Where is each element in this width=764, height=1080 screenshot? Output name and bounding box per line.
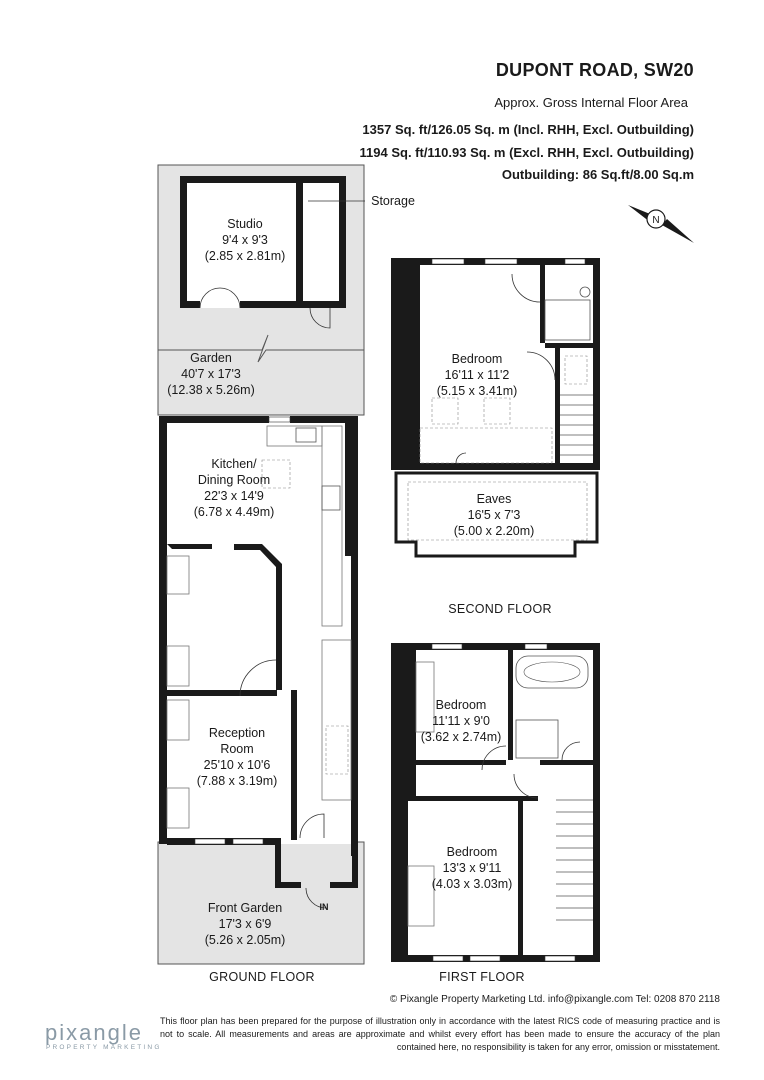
area-excl-rhh: 1194 Sq. ft/110.93 Sq. m (Excl. RHH, Exc… xyxy=(359,145,694,160)
kitchen-imperial: 22'3 x 14'9 xyxy=(204,489,264,503)
first-bedroom-front-name: Bedroom xyxy=(447,845,498,859)
garden-metric: (12.38 x 5.26m) xyxy=(167,383,255,397)
eaves-imperial: 16'5 x 7'3 xyxy=(468,508,521,522)
first-bedroom-front-imperial: 13'3 x 9'11 xyxy=(443,861,502,875)
kitchen-name-2: Dining Room xyxy=(198,473,270,487)
ground-floor-plan xyxy=(157,164,365,965)
ground-floor-label: GROUND FLOOR xyxy=(209,970,315,984)
reception-metric: (7.88 x 3.19m) xyxy=(197,774,278,788)
eaves-metric: (5.00 x 2.20m) xyxy=(454,524,535,538)
reception-name-2: Room xyxy=(220,742,253,756)
second-floor-plan xyxy=(391,258,600,558)
studio-name: Studio xyxy=(227,217,262,231)
first-bedroom-rear-metric: (3.62 x 2.74m) xyxy=(421,730,502,744)
disclaimer-text: This floor plan has been prepared for th… xyxy=(160,1016,720,1052)
first-bedroom-front-metric: (4.03 x 3.03m) xyxy=(432,877,513,891)
garden-imperial: 40'7 x 17'3 xyxy=(181,367,241,381)
studio-walls xyxy=(180,176,365,329)
logo-wordmark: pixangle xyxy=(45,1020,143,1045)
area-incl-rhh: 1357 Sq. ft/126.05 Sq. m (Incl. RHH, Exc… xyxy=(362,122,694,137)
ground-floor-walls xyxy=(159,416,358,909)
kitchen-metric: (6.78 x 4.49m) xyxy=(194,505,275,519)
area-caption: Approx. Gross Internal Floor Area xyxy=(494,95,688,110)
second-bedroom-name: Bedroom xyxy=(452,352,503,366)
reception-name-1: Reception xyxy=(209,726,265,740)
front-garden-area xyxy=(157,841,365,965)
second-bedroom-metric: (5.15 x 3.41m) xyxy=(437,384,518,398)
front-garden-metric: (5.26 x 2.05m) xyxy=(205,933,286,947)
second-bedroom-imperial: 16'11 x 11'2 xyxy=(445,368,510,382)
pixangle-logo: pixangle PROPERTY MARKETING xyxy=(45,1020,162,1051)
first-bedroom-rear-imperial: 11'11 x 9'0 xyxy=(432,714,490,728)
first-floor-plan xyxy=(391,643,600,962)
area-outbuilding: Outbuilding: 86 Sq.ft/8.00 Sq.m xyxy=(501,167,694,182)
kitchen-name-1: Kitchen/ xyxy=(211,457,257,471)
entrance-label: IN xyxy=(320,902,329,912)
studio-imperial: 9'4 x 9'3 xyxy=(222,233,268,247)
first-floor-label: FIRST FLOOR xyxy=(439,970,525,984)
logo-tagline: PROPERTY MARKETING xyxy=(46,1044,162,1051)
storage-name: Storage xyxy=(371,194,415,208)
first-bedroom-rear-name: Bedroom xyxy=(436,698,487,712)
address-title: DUPONT ROAD, SW20 xyxy=(495,60,694,80)
front-garden-name: Front Garden xyxy=(208,901,282,915)
reception-imperial: 25'10 x 10'6 xyxy=(204,758,271,772)
copyright-text: © Pixangle Property Marketing Ltd. info@… xyxy=(389,994,720,1005)
front-garden-imperial: 17'3 x 6'9 xyxy=(219,917,272,931)
compass-icon: N xyxy=(628,205,694,243)
compass-letter: N xyxy=(652,215,659,226)
garden-name: Garden xyxy=(190,351,232,365)
studio-metric: (2.85 x 2.81m) xyxy=(205,249,286,263)
second-floor-label: SECOND FLOOR xyxy=(448,602,552,616)
eaves-name: Eaves xyxy=(477,492,512,506)
